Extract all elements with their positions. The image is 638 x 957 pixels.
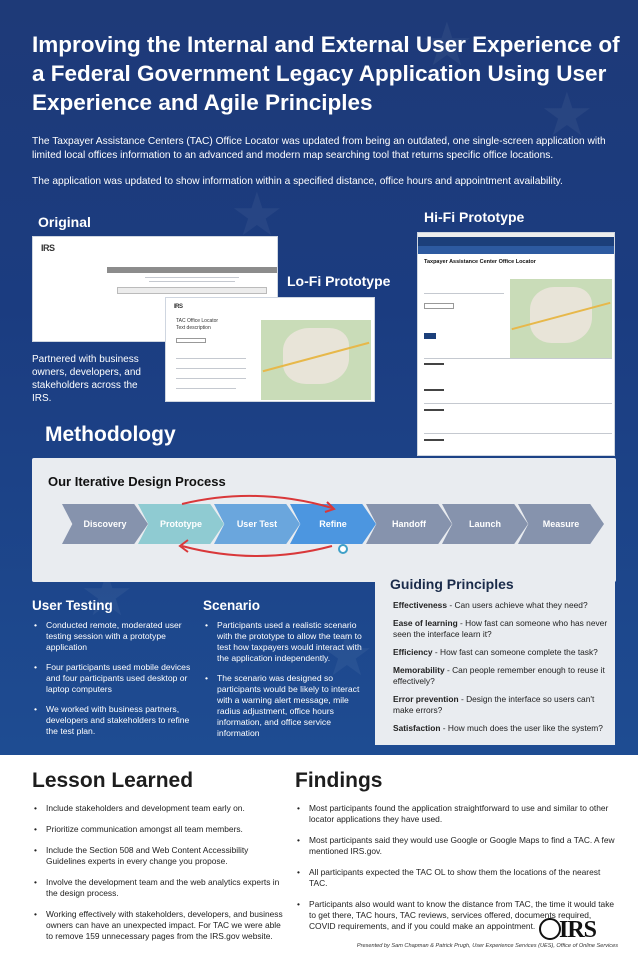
original-label: Original [38, 214, 91, 230]
step-discovery: Discovery [62, 504, 148, 544]
search-row [117, 287, 267, 294]
lesson-list: Include stakeholders and development tea… [32, 803, 287, 952]
guiding-title: Guiding Principles [390, 576, 514, 592]
lofi-title: TAC Office Locator [176, 318, 219, 324]
divider [424, 358, 612, 359]
office-row [424, 409, 444, 411]
hifi-nav [418, 237, 614, 246]
principle-item: Memorability - Can people remember enoug… [393, 665, 605, 686]
text-line [424, 293, 504, 294]
hifi-screenshot: Taxpayer Assistance Center Office Locato… [417, 232, 615, 456]
lofi-label: Lo-Fi Prototype [287, 273, 391, 289]
connector-dot [338, 544, 348, 554]
text-line [176, 378, 246, 379]
list-item: Four participants used mobile devices an… [32, 662, 197, 695]
principle-item: Error prevention - Design the interface … [393, 694, 595, 715]
divider [424, 403, 612, 404]
office-row [424, 439, 444, 441]
list-item: Participants used a realistic scenario w… [203, 620, 368, 664]
step-handoff: Handoff [366, 504, 452, 544]
lofi-desc: Text description [176, 325, 211, 331]
text-line [145, 277, 239, 278]
step-measure: Measure [518, 504, 604, 544]
text-line [176, 358, 246, 359]
step-user-test: User Test [214, 504, 300, 544]
list-item: All participants expected the TAC OL to … [295, 867, 620, 889]
header-bar [107, 267, 277, 273]
text-line [176, 388, 236, 389]
star-icon: ★ [540, 81, 594, 148]
list-item: We worked with business partners, develo… [32, 704, 197, 737]
mini-button [424, 333, 436, 339]
scenario-list: Participants used a realistic scenario w… [203, 620, 368, 748]
step-prototype: Prototype [138, 504, 224, 544]
list-item: Participants also would want to know the… [295, 899, 620, 932]
list-item: Prioritize communication amongst all tea… [32, 824, 287, 835]
process-title: Our Iterative Design Process [48, 474, 226, 489]
methodology-heading: Methodology [45, 423, 176, 446]
intro-paragraph: The Taxpayer Assistance Centers (TAC) Of… [32, 136, 606, 161]
irs-logo: IRS [559, 917, 597, 943]
text-line [176, 368, 246, 369]
lofi-input [176, 338, 206, 343]
findings-list: Most participants found the application … [295, 803, 620, 942]
principle-item: Ease of learning - How fast can someone … [393, 618, 608, 639]
partner-text: Partnered with business owners, develope… [32, 354, 141, 404]
iteration-loop-icon [178, 494, 336, 557]
hifi-map [510, 279, 612, 359]
hifi-title: Taxpayer Assistance Center Office Locato… [424, 259, 536, 265]
user-testing-heading: User Testing [32, 598, 113, 613]
lesson-heading: Lesson Learned [32, 769, 194, 792]
scenario-heading: Scenario [203, 598, 261, 613]
hifi-subnav [418, 246, 614, 254]
list-item: Conducted remote, moderated user testing… [32, 620, 197, 653]
list-item: The scenario was designed so participant… [203, 673, 368, 739]
list-item: Most participants found the application … [295, 803, 620, 825]
list-item: Most participants said they would use Go… [295, 835, 620, 857]
credit-line: Presented by Sam Chapman & Patrick Prugh… [356, 943, 618, 949]
step-refine: Refine [290, 504, 376, 544]
intro-paragraph-2: The application was updated to show info… [32, 176, 563, 187]
divider [424, 433, 612, 434]
irs-mini-logo: IRS [41, 243, 55, 253]
office-row [424, 389, 444, 391]
star-icon: ★ [420, 11, 474, 78]
list-item: Include the Section 508 and Web Content … [32, 845, 287, 867]
hero-section: ★ ★ ★ ★ ★ Improving the Internal and Ext… [0, 0, 638, 755]
office-row [424, 363, 444, 365]
text-line [149, 281, 235, 282]
zip-input [424, 303, 454, 309]
step-launch: Launch [442, 504, 528, 544]
list-item: Involve the development team and the web… [32, 877, 287, 899]
list-item: Include stakeholders and development tea… [32, 803, 287, 814]
findings-heading: Findings [295, 769, 383, 792]
irs-seal-icon [539, 918, 561, 940]
hifi-label: Hi-Fi Prototype [424, 209, 525, 225]
list-item: Working effectively with stakeholders, d… [32, 909, 287, 942]
lofi-screenshot: IRS TAC Office Locator Text description [165, 297, 375, 402]
top-strip [418, 233, 614, 237]
poster-title: Improving the Internal and External User… [32, 32, 620, 115]
irs-mini-logo: IRS [174, 304, 183, 310]
principle-item: Satisfaction - How much does the user li… [393, 723, 603, 733]
guiding-principles-panel: Guiding Principles Effectiveness - Can u… [375, 570, 615, 745]
principle-item: Effectiveness - Can users achieve what t… [393, 600, 588, 610]
user-testing-list: Conducted remote, moderated user testing… [32, 620, 197, 746]
lofi-map [261, 320, 371, 400]
design-process-panel: Our Iterative Design Process Discovery P… [32, 458, 616, 582]
principle-item: Efficiency - How fast can someone comple… [393, 647, 598, 657]
